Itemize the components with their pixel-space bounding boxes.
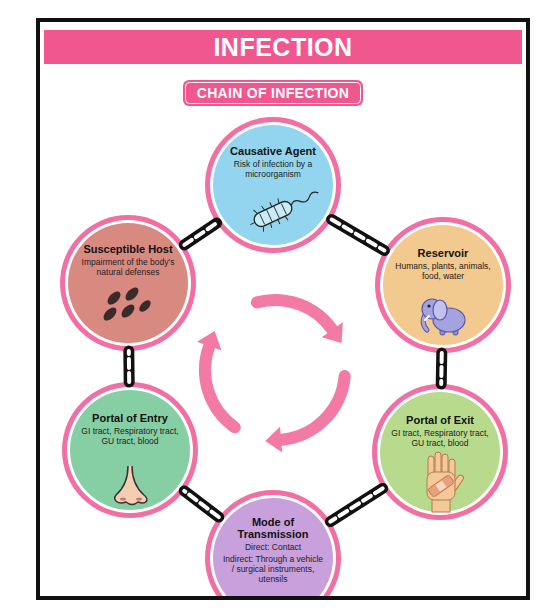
chain-stage-circle: Susceptible HostImpairment of the body's… xyxy=(60,215,196,351)
text-wrapper: Mode of TransmissionDirect: ContactIndir… xyxy=(223,516,323,584)
elephant-icon xyxy=(422,299,465,335)
poster-frame: INFECTION CHAIN OF INFECTION Causative Ag… xyxy=(36,18,530,600)
circle-fill xyxy=(213,125,333,245)
stage-heading: Susceptible Host xyxy=(83,243,172,255)
stage-heading: Causative Agent xyxy=(230,145,316,157)
chain-link-hole xyxy=(330,488,382,521)
bandaged-hand-icon xyxy=(427,452,465,512)
chain-link-hole xyxy=(184,491,218,517)
circle-gap xyxy=(65,220,191,346)
pathogen-blobs xyxy=(101,285,153,323)
circle-fill xyxy=(68,223,188,343)
chain-link-hole xyxy=(332,219,385,250)
text-wrapper: Portal of Exit GI tract, Respiratory trac… xyxy=(390,414,490,448)
text-wrapper: CHAIN OF INFECTION xyxy=(183,80,363,106)
stage-heading: Mode of Transmission xyxy=(223,516,323,540)
chain-link-group xyxy=(441,353,443,384)
nose-icon xyxy=(115,466,147,505)
cycle-arrow-arc xyxy=(257,300,332,330)
cycle-arrow-head xyxy=(265,427,282,453)
chain-link-group xyxy=(184,491,218,517)
illustration-layer xyxy=(40,22,526,596)
stage-description: GI tract, Respiratory tract, GU tract, b… xyxy=(80,426,180,446)
circle-fill xyxy=(70,390,190,510)
chain-link-connector xyxy=(184,223,216,245)
stage-heading: Reservoir xyxy=(418,247,469,259)
chain-link-group xyxy=(332,219,385,250)
circle-shape xyxy=(60,215,196,351)
circle-fill xyxy=(213,498,333,600)
chain-link-group xyxy=(184,223,216,245)
chain-stage-circle: Mode of TransmissionDirect: ContactIndir… xyxy=(205,490,341,600)
chain-link-connector xyxy=(123,351,134,382)
circle-shape xyxy=(372,384,508,520)
stage-description: Humans, plants, animals, food, water xyxy=(393,261,493,281)
circle-ring xyxy=(62,382,198,518)
stage-description: Impairment of the body's natural defense… xyxy=(78,257,178,277)
circle-ring xyxy=(205,490,341,600)
circle-shape xyxy=(62,382,198,518)
cycle-arrow-arc xyxy=(281,376,345,440)
title-banner: INFECTION xyxy=(44,30,522,64)
chain-link-connector xyxy=(332,219,385,250)
chain-stage-circle: Portal of Entry GI tract, Respiratory tra… xyxy=(62,382,198,518)
subtitle-text: CHAIN OF INFECTION xyxy=(197,85,349,101)
text-wrapper: Causative AgentRisk of infection by a mi… xyxy=(223,145,323,179)
circle-gap xyxy=(67,387,193,513)
connector-layer xyxy=(40,22,526,596)
stage-description: Direct: Contact xyxy=(245,542,301,552)
cycle-arrows xyxy=(197,300,345,453)
circle-gap xyxy=(210,122,336,248)
chain-stage-circle: ReservoirHumans, plants, animals, food, … xyxy=(375,217,511,353)
text-wrapper: Portal of Entry GI tract, Respiratory tra… xyxy=(80,412,180,446)
badge-fill xyxy=(183,80,363,106)
bacterium-icon xyxy=(245,182,323,235)
stage-description: Risk of infection by a microorganism xyxy=(223,159,323,179)
chain-stage-circle: Causative AgentRisk of infection by a mi… xyxy=(205,117,341,253)
chain-link-connector xyxy=(184,491,218,517)
subtitle-badge: CHAIN OF INFECTION xyxy=(183,80,363,106)
circle-fill xyxy=(380,392,500,512)
stage-heading: Portal of Entry xyxy=(92,412,168,424)
diagram-title: INFECTION xyxy=(213,33,352,62)
text-wrapper: Susceptible HostImpairment of the body's… xyxy=(78,243,178,277)
chain-link-hole xyxy=(127,351,131,382)
cycle-arrow-head xyxy=(197,331,221,350)
chain-link-group xyxy=(128,351,129,382)
badge-inner-outline xyxy=(186,83,361,104)
chain-link-hole xyxy=(439,353,444,384)
circle-gap xyxy=(210,495,336,600)
circle-ring xyxy=(60,215,196,351)
chain-link-hole xyxy=(184,223,216,245)
text-wrapper: ReservoirHumans, plants, animals, food, … xyxy=(393,247,493,281)
stage-description: GI tract, Respiratory tract, GU tract, b… xyxy=(390,428,490,448)
circle-shape xyxy=(205,117,341,253)
cycle-arrow-head xyxy=(322,322,343,343)
circle-ring xyxy=(375,217,511,353)
circle-gap xyxy=(377,389,503,515)
chain-stage-circle: Portal of Exit GI tract, Respiratory trac… xyxy=(372,384,508,520)
stage-description: Indirect: Through a vehicle / surgical i… xyxy=(223,554,323,584)
chain-link-connector xyxy=(330,488,382,521)
circle-ring xyxy=(372,384,508,520)
stage-heading: Portal of Exit xyxy=(406,414,474,426)
circle-gap xyxy=(380,222,506,348)
node-layer: CHAIN OF INFECTION Causative AgentRisk of… xyxy=(40,22,526,596)
cycle-arrow-arc xyxy=(205,346,235,427)
circle-shape xyxy=(375,217,511,353)
chain-link-connector xyxy=(436,353,448,384)
circle-fill xyxy=(383,225,503,345)
circle-ring xyxy=(205,117,341,253)
chain-link-group xyxy=(330,488,382,521)
